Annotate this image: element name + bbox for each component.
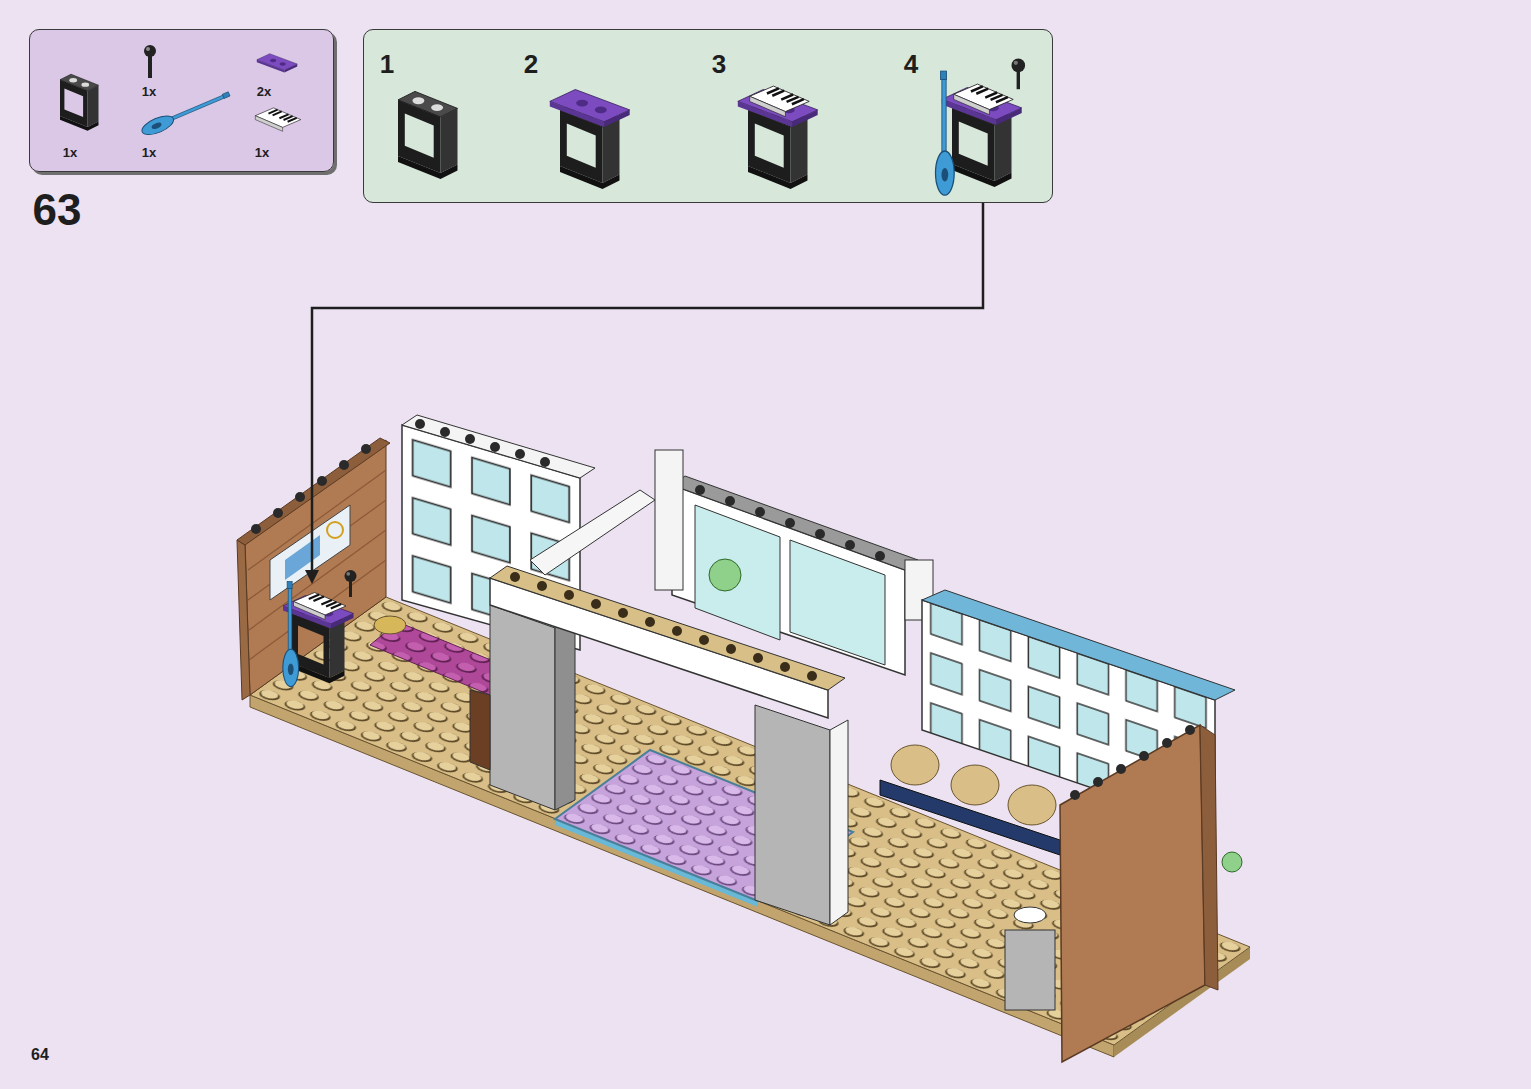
substep-number: 2 [524,51,538,77]
substep-number: 3 [712,51,726,77]
part-count: 1x [142,146,156,159]
model-illustration [237,415,1250,1062]
substep-number: 4 [904,51,918,77]
page-number: 64 [31,1047,49,1063]
part-count: 1x [63,146,77,159]
parts-panel-ground [29,29,337,175]
part-count: 2x [257,85,271,98]
leader-line [305,203,983,584]
parts-panel: 1x 2x 1x 1x 1x [29,29,334,172]
step-number: 63 [33,188,82,232]
part-count: 1x [255,146,269,159]
part-count: 1x [142,85,156,98]
substep-panel: 1 2 3 4 [363,29,1053,203]
substep-number: 1 [380,51,394,77]
substep-panel-ground [363,29,1053,203]
